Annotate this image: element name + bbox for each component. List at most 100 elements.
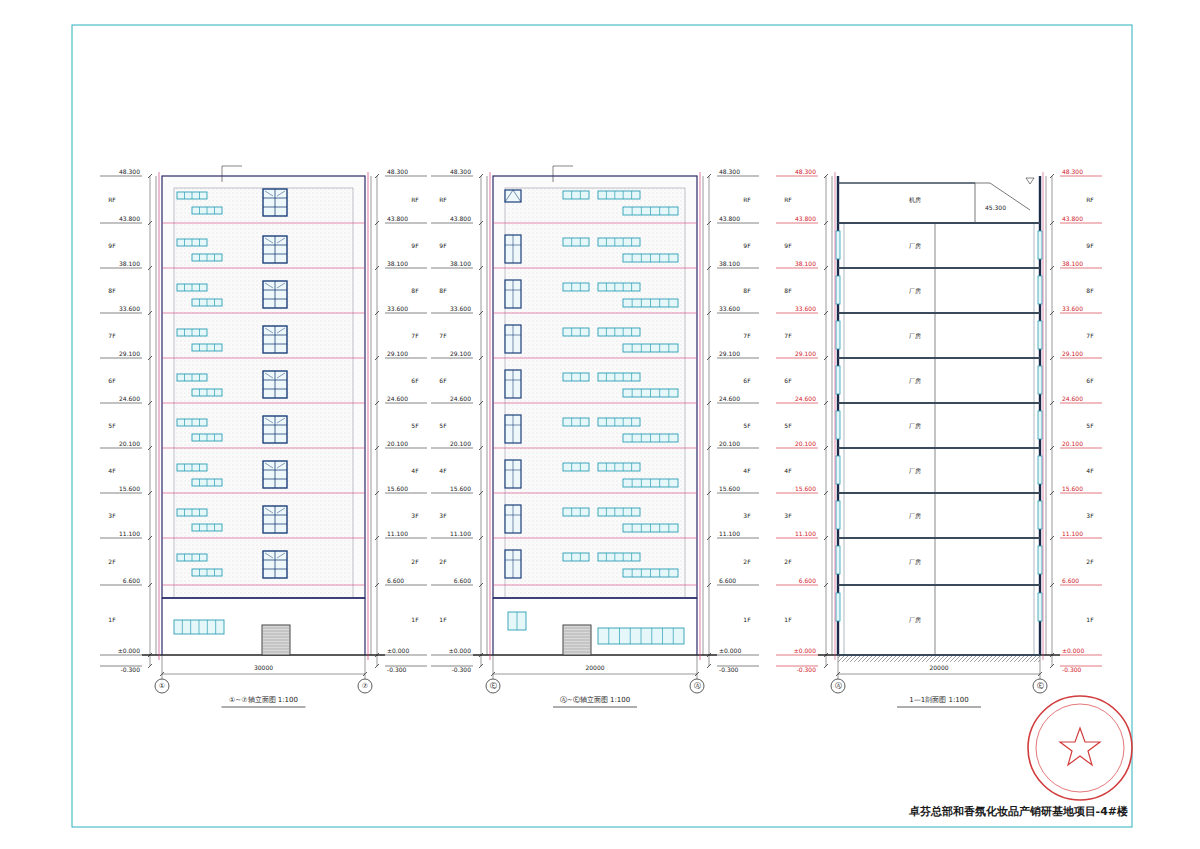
floor-slab <box>838 222 1040 224</box>
floor-name: 7F <box>108 333 115 339</box>
window-mullion <box>632 524 633 532</box>
elevation-tick <box>100 493 142 494</box>
elevation-level: 6.600 <box>454 578 471 584</box>
elevation-level: 29.100 <box>795 351 816 357</box>
window-symbol <box>563 373 589 381</box>
window-mullion <box>659 434 660 442</box>
floor-name: 4F <box>108 468 115 474</box>
window-section <box>836 231 840 259</box>
window-mullion <box>668 389 669 397</box>
window-symbol <box>598 328 640 336</box>
window-transom <box>505 560 521 561</box>
title-underline <box>222 707 306 708</box>
window-mullion <box>199 239 200 246</box>
window-mullion <box>614 283 615 291</box>
floor-name: 9F <box>1086 243 1093 249</box>
room-name: 厂房 <box>909 468 921 474</box>
floor-name: RF <box>439 197 447 203</box>
ground-hatch <box>838 655 1040 662</box>
elevation-tick <box>776 493 818 494</box>
floor-name: 3F <box>439 513 446 519</box>
elevation-level: 20.100 <box>119 441 140 447</box>
elevation-level: 20.100 <box>1062 441 1083 447</box>
elevation-level: 43.800 <box>387 216 408 222</box>
room-band: 厂房 <box>898 270 932 311</box>
floor-line <box>162 585 365 586</box>
window-mullion <box>214 524 215 531</box>
window-mark <box>265 508 273 513</box>
elevation-tick <box>385 403 427 404</box>
elevation-level: 43.800 <box>719 216 740 222</box>
elevation-tick <box>717 448 759 449</box>
dimension-tick <box>148 491 152 495</box>
elevation-level: 24.600 <box>719 396 740 402</box>
column-line <box>935 223 936 655</box>
window-mullion <box>199 254 200 261</box>
window-mullion <box>580 508 581 516</box>
window-mullion <box>207 620 208 634</box>
elevation-tick <box>431 493 473 494</box>
roller-door-slat <box>262 634 290 635</box>
window-mullion <box>513 415 514 443</box>
window-section <box>836 411 840 439</box>
roller-door-slat <box>262 631 290 632</box>
window-transom <box>263 389 287 390</box>
window-transom <box>263 434 287 435</box>
window-mullion <box>580 553 581 561</box>
window-mullion <box>631 191 632 199</box>
window-transom <box>263 344 287 345</box>
window-mark <box>277 328 285 333</box>
window-mullion <box>214 254 215 261</box>
window-mullion <box>614 191 615 199</box>
elevation-level: 6.600 <box>123 578 140 584</box>
window-mullion <box>606 238 607 246</box>
window-symbol <box>623 389 678 397</box>
window-transom <box>263 515 287 516</box>
room-band: 厂房 <box>898 450 932 491</box>
elevation-tick <box>385 223 427 224</box>
elevation-level: 24.600 <box>1062 396 1083 402</box>
floor-name: 3F <box>108 513 115 519</box>
window-mullion <box>632 299 633 307</box>
dimension-tick <box>479 401 483 405</box>
room-band: 厂房 <box>898 360 932 401</box>
window-symbol <box>263 236 287 263</box>
dimension-tick <box>707 221 711 225</box>
window-mullion <box>207 479 208 486</box>
room-name: 厂房 <box>909 333 921 339</box>
floor-name: RF <box>743 197 751 203</box>
dimension-tick <box>707 583 711 587</box>
window-mullion <box>207 434 208 441</box>
floor-name: 4F <box>743 468 750 474</box>
ground-line <box>473 654 717 656</box>
window-mullion <box>631 238 632 246</box>
window-mark <box>277 463 285 468</box>
window-mullion <box>632 479 633 487</box>
elevation-tick <box>385 358 427 359</box>
room-name: 厂房 <box>909 559 921 565</box>
roller-door-slat <box>262 637 290 638</box>
window-section <box>1038 456 1042 484</box>
window-mullion <box>623 238 624 246</box>
floor-name: 6F <box>784 378 791 384</box>
floor-slab <box>838 492 1040 494</box>
building-outline <box>364 598 365 655</box>
dimension-tick <box>707 446 711 450</box>
floor-name: 1F <box>411 617 418 623</box>
roller-door-slat <box>563 628 591 629</box>
window-symbol <box>177 554 207 561</box>
window-mullion <box>513 550 514 578</box>
elevation-tick <box>385 655 427 656</box>
window-transom <box>263 335 287 336</box>
dimension-tick <box>148 583 152 587</box>
window-mullion <box>668 299 669 307</box>
floor-name: 4F <box>784 468 791 474</box>
window-mullion <box>641 434 642 442</box>
elevation-level: 20.100 <box>795 441 816 447</box>
window-transom <box>263 299 287 300</box>
elevation-level: 48.300 <box>1062 169 1083 175</box>
window-transom <box>505 335 521 336</box>
elevation-level: 48.300 <box>450 169 471 175</box>
window-mullion <box>275 281 276 308</box>
dimension-tick <box>375 401 379 405</box>
